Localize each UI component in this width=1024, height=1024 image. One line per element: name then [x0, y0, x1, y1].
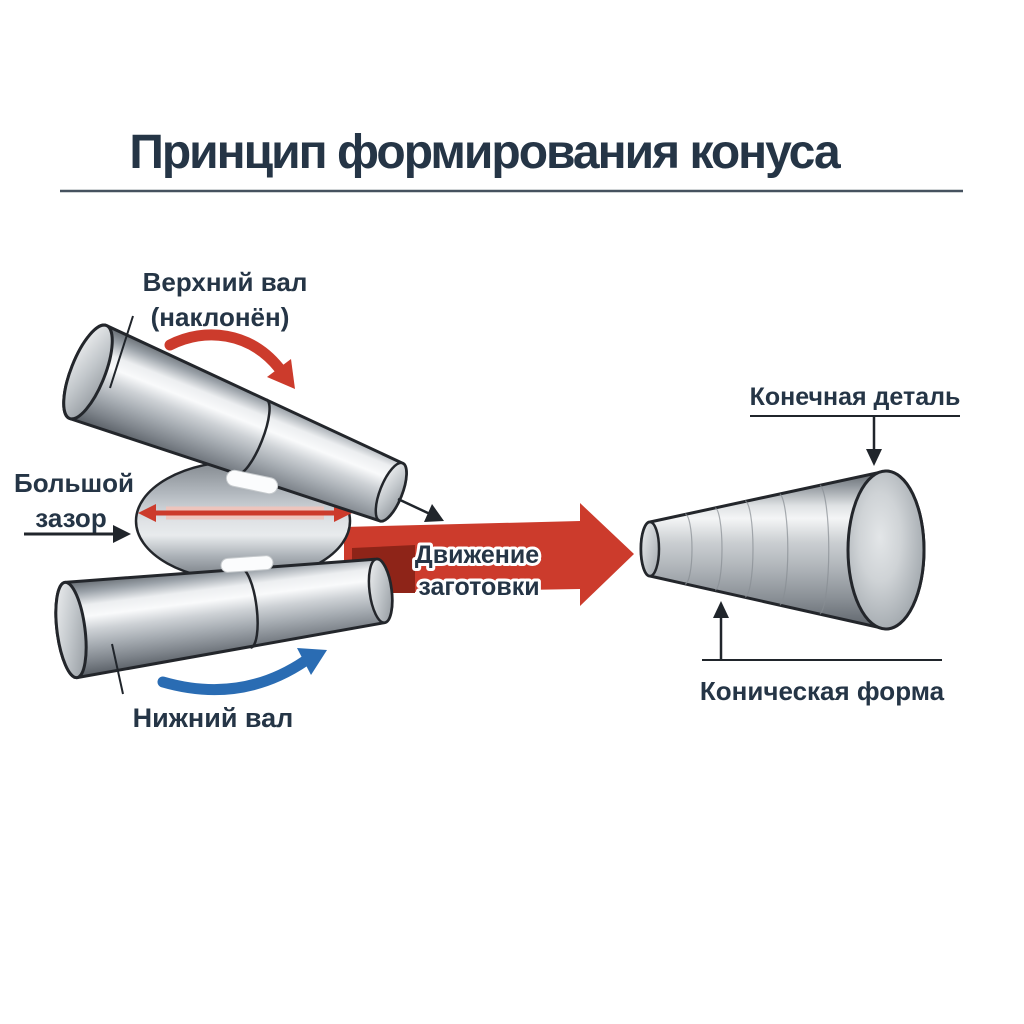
cone-narrow-face [639, 520, 661, 578]
rotation-arrow-red-curve [164, 329, 285, 374]
final-part-pointer-arrow-icon [750, 415, 960, 466]
width-double-arrow-icon [138, 504, 352, 522]
lower-roller-label: Нижний вал [133, 703, 294, 733]
cone-ring [744, 500, 754, 598]
exit-direction-arrow-icon [397, 497, 444, 522]
cone-ring [779, 493, 789, 606]
rotation-arrow-blue-head [297, 648, 327, 675]
contact-notch-bottom [220, 555, 274, 573]
gap-label-line2: зазор [35, 503, 106, 533]
conical-shape-label: Коническая форма [700, 676, 945, 706]
lower-roller [54, 557, 394, 680]
conical-shape-arrow-head [713, 601, 729, 618]
gap-label-line1: Большой [14, 468, 134, 498]
movement-label-line2: заготовки [418, 573, 539, 601]
cone-ring [684, 513, 693, 585]
roller-left-face [54, 580, 88, 680]
rotation-arrow-blue-curve [157, 655, 311, 696]
gap-arrow-icon [24, 525, 131, 543]
page-title: Принцип формирования конуса [129, 126, 841, 179]
roller-right-face [367, 557, 394, 624]
contact-notch-top [225, 469, 279, 495]
upper-roller-label-line2: (наклонён) [151, 302, 290, 332]
upper-roller-label-line1: Верхний вал [143, 267, 308, 297]
final-part-arrow-head [866, 449, 882, 466]
conical-shape-pointer-arrow-icon [702, 601, 942, 661]
movement-arrow-shape [344, 503, 634, 606]
rotation-arrow-red-head [267, 359, 295, 389]
rotation-arrow-blue-icon [157, 648, 327, 696]
roller-right-face [374, 461, 408, 523]
width-arrow-left-head [138, 504, 156, 522]
exit-arrow-line [397, 497, 431, 516]
upper-roller [62, 323, 408, 523]
cone-ring [819, 484, 830, 615]
cone-wide-face [846, 469, 926, 631]
upper-roller-leader-line [109, 315, 134, 389]
final-part-label: Конечная деталь [750, 383, 961, 411]
final-cone [639, 469, 926, 631]
exit-arrow-head [424, 504, 444, 522]
gap-arrow-head [113, 525, 131, 543]
rotation-arrow-red-icon [164, 329, 295, 389]
roller-left-face [62, 323, 114, 421]
lower-roller-leader-line [111, 643, 124, 695]
cone-ring [714, 507, 723, 591]
movement-label-line1: Движение [415, 541, 539, 569]
